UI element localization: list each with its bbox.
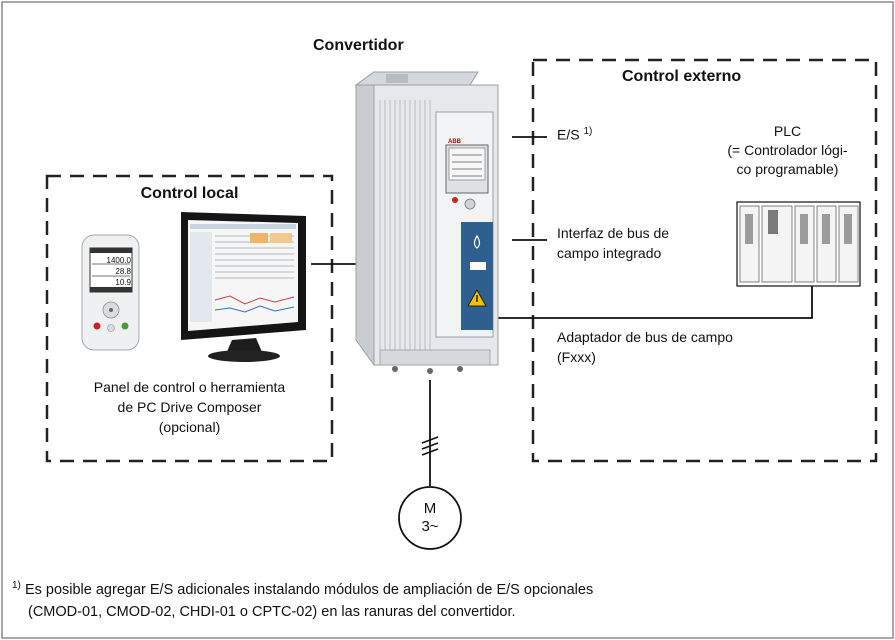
drive-brand-logo: ABB — [448, 139, 462, 145]
panel-readout-3: 10.9 — [115, 278, 131, 287]
fieldbus-integrated-label-1: Interfaz de bus de — [557, 225, 670, 241]
plc-label-1: PLC — [773, 123, 802, 139]
plc-label-2: (= Controlador lógi- — [727, 142, 848, 158]
external-control-box — [531, 58, 878, 463]
fieldbus-adapter-label-2: (Fxxx) — [557, 349, 596, 365]
footnote-line-2: (CMOD-01, CMOD-02, CHDI-01 o CPTC-02) en… — [28, 603, 516, 620]
io-label: E/S 1) — [557, 122, 592, 145]
footnote-line-1: 1) Es posible agregar E/S adicionales in… — [12, 575, 593, 601]
footnote-mark: 1) — [12, 580, 21, 591]
connection-lines — [311, 136, 813, 486]
pc-monitor-illustration — [181, 212, 306, 362]
panel-readout-1: 1400.0 — [107, 256, 132, 265]
plc-label-3: co programable) — [736, 161, 839, 177]
local-control-box — [45, 174, 334, 463]
footnote-text-1: Es posible agregar E/S adicionales insta… — [24, 581, 594, 598]
panel-readout-2: 28.8 — [115, 267, 131, 276]
motor-symbol — [398, 486, 462, 550]
local-control-caption-3: (opcional) — [158, 419, 221, 435]
fieldbus-integrated-label-2: campo integrado — [557, 245, 662, 261]
plc-illustration — [736, 201, 861, 287]
local-control-heading: Control local — [140, 185, 239, 202]
motor-label-2: 3~ — [421, 518, 439, 535]
io-footnote-mark: 1) — [583, 126, 593, 137]
drive-illustration — [354, 71, 499, 374]
local-control-caption-1: Panel de control o herramienta — [93, 379, 286, 395]
fieldbus-adapter-label-1: Adaptador de bus de campo — [557, 329, 733, 345]
motor-label-1: M — [423, 500, 437, 517]
diagram-title: Convertidor — [313, 37, 404, 54]
control-panel-illustration — [81, 234, 140, 351]
io-label-text: E/S — [557, 126, 580, 143]
footnote: 1) Es posible agregar E/S adicionales in… — [12, 575, 593, 623]
local-control-caption-2: de PC Drive Composer — [117, 399, 262, 415]
external-control-heading: Control externo — [622, 68, 742, 85]
three-phase-mark — [421, 436, 439, 456]
